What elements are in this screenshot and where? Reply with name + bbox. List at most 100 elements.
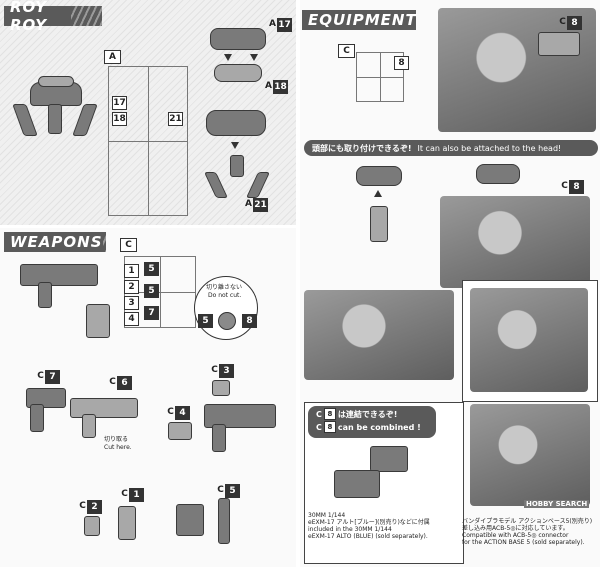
- weapon-step-assembled-grip: [212, 424, 226, 452]
- combine-tag-c: C: [316, 409, 322, 419]
- weapons-sprue-label: C: [120, 238, 137, 252]
- head-attach-banner: 頭部にも取り付けできるぞ! It can also be attached to…: [304, 140, 598, 156]
- weapons-sprue-tag-0: 1: [124, 264, 139, 278]
- do-not-cut-hub-icon: [218, 312, 236, 330]
- roy-sprue-tag-21: 21: [168, 112, 183, 126]
- weapon-step-c3-number: 3: [219, 364, 234, 378]
- weapon-pose-figure-right: [470, 288, 588, 392]
- roy-title: ROY ROY: [10, 0, 48, 34]
- watermark: HOBBY SEARCH: [524, 500, 590, 508]
- weapon-step-c3-letter: C: [211, 365, 218, 375]
- roy-tag-a21-letter: A: [245, 199, 252, 209]
- compat-right-note: バンダイプラモデル アクションベース5(別売り) 差し込み用ACB-5◎に対応し…: [462, 518, 598, 546]
- roy-arrow-down-2: [250, 54, 258, 61]
- weapon-step-part-6: [70, 398, 138, 418]
- roy-tag-a21-number: 21: [253, 198, 268, 212]
- weapon-step-part-1: [118, 506, 136, 540]
- roy-banner: ROY ROY: [4, 0, 102, 34]
- roy-step-legs-hub: [230, 155, 244, 177]
- weapon-step-c5-letter: C: [217, 485, 224, 495]
- weapon-step-part-6-grip: [82, 414, 96, 438]
- combine-pod-top: [370, 446, 408, 472]
- combine-jp: は連結できるぞ!: [337, 409, 398, 419]
- weapon-assembled-body: [20, 264, 98, 286]
- compat-right-line4: for the ACTION BASE 5 (sold separately).: [462, 539, 585, 546]
- roy-banner-stripes: [71, 6, 102, 26]
- do-not-cut-part-tag: 5: [198, 314, 213, 328]
- combine-tag-n2: 8: [323, 421, 336, 433]
- head-tag-c-letter: C: [561, 181, 568, 191]
- weapons-sprue-tag-4: 3: [124, 296, 139, 310]
- head-attach-jp: 頭部にも取り付けできるぞ!: [312, 143, 412, 153]
- weapon-step-c2-letter: C: [79, 501, 86, 511]
- roy-arrow-down-3: [231, 142, 239, 149]
- weapon-step-c1-number: 1: [129, 488, 144, 502]
- equipment-tag-c-letter: C: [559, 17, 566, 27]
- equipment-sprue-tag-8: 8: [394, 56, 409, 70]
- do-not-cut-part-tag-2: 8: [242, 314, 257, 328]
- roy-tag-a18-letter: A: [265, 81, 272, 91]
- do-not-cut-jp: 切り離さない: [206, 284, 243, 291]
- roy-sprue-label: A: [104, 50, 121, 64]
- weapon-assembled-sub: [86, 304, 110, 338]
- weapon-step-c6-letter: C: [109, 377, 116, 387]
- combine-tag-n: 8: [323, 408, 336, 420]
- equipment-title: EQUIPMENT: [308, 11, 417, 29]
- weapon-cut-jp: 切り取る: [104, 436, 129, 443]
- weapon-step-c4-number: 4: [175, 406, 190, 420]
- compat-right-line3: Compatible with ACB-5◎ connector: [462, 532, 569, 539]
- roy-step-assembled-shell: [206, 110, 266, 136]
- weapons-banner: WEAPONS: [4, 232, 106, 252]
- weapon-step-c6-number: 6: [117, 376, 132, 390]
- compat-right-line2: 差し込み用ACB-5◎に対応しています。: [462, 525, 569, 532]
- do-not-cut-en: Do not cut.: [208, 292, 242, 299]
- weapon-step-part-5-body: [176, 504, 204, 536]
- head-arrow-up: [374, 190, 382, 197]
- compat-left-note: 30MM 1/144 eEXM-17 アルト[ブルー](別売り)などに付属 in…: [308, 512, 458, 540]
- weapon-step-part-4: [168, 422, 192, 440]
- head-step-drone-shell-2: [476, 164, 520, 184]
- weapon-step-c5-number: 5: [225, 484, 240, 498]
- roy-drone-top: [38, 76, 74, 87]
- head-step-drone-shell: [356, 166, 402, 186]
- weapon-cut-en: Cut here.: [104, 444, 132, 451]
- weapon-step-part-2: [84, 516, 100, 536]
- combine-en: can be combined !: [337, 422, 421, 432]
- weapons-sprue-tag-3: 5: [144, 284, 159, 298]
- roy-step-upper-shell: [210, 28, 266, 50]
- equipment-tag-c-number: 8: [567, 16, 582, 30]
- compat-left-line3: included in the 30MM 1/144: [308, 526, 392, 533]
- roy-sprue-tag-18: 18: [112, 112, 127, 126]
- roy-tag-a17-number: 17: [277, 18, 292, 32]
- weapons-title: WEAPONS: [10, 233, 103, 251]
- roy-sprue-tag-17: 17: [112, 96, 127, 110]
- weapon-step-c7-number: 7: [45, 370, 60, 384]
- combine-line-en: C 8 can be combined !: [316, 421, 436, 433]
- combine-tag-c2: C: [316, 422, 322, 432]
- weapons-sprue-tag-1: 5: [144, 262, 159, 276]
- weapon-step-part-5-barrel: [218, 498, 230, 544]
- weapon-pose-figure-left: [304, 290, 454, 380]
- weapons-sprue-tag-2: 2: [124, 280, 139, 294]
- roy-step-lower-shell: [214, 64, 262, 82]
- head-step-mech-figure: [440, 196, 590, 288]
- roy-arrow-down-1: [224, 54, 232, 61]
- weapon-step-c1-letter: C: [121, 489, 128, 499]
- combine-line-jp: C 8 は連結できるぞ!: [316, 408, 436, 420]
- compat-left-line4: eEXM-17 ALTO (BLUE) (sold separately).: [308, 533, 428, 540]
- roy-tag-a18-number: 18: [273, 80, 288, 94]
- head-tag-c-number: 8: [569, 180, 584, 194]
- weapon-assembled-grip: [38, 282, 52, 308]
- roy-drone-leg-center: [48, 104, 62, 134]
- roy-tag-a17-letter: A: [269, 19, 276, 29]
- weapon-step-part-3: [212, 380, 230, 396]
- weapons-sprue-tag-6: 4: [124, 312, 139, 326]
- combine-pod-bottom: [334, 470, 380, 498]
- weapon-step-c4-letter: C: [167, 407, 174, 417]
- equipment-sprue-label: C: [338, 44, 355, 58]
- weapons-sprue-tag-5: 7: [144, 306, 159, 320]
- weapon-step-part-7: [26, 388, 66, 408]
- head-attach-en: It can also be attached to the head!: [417, 143, 562, 153]
- head-step-legs: [370, 206, 388, 242]
- compat-left-line1: 30MM 1/144: [308, 512, 346, 519]
